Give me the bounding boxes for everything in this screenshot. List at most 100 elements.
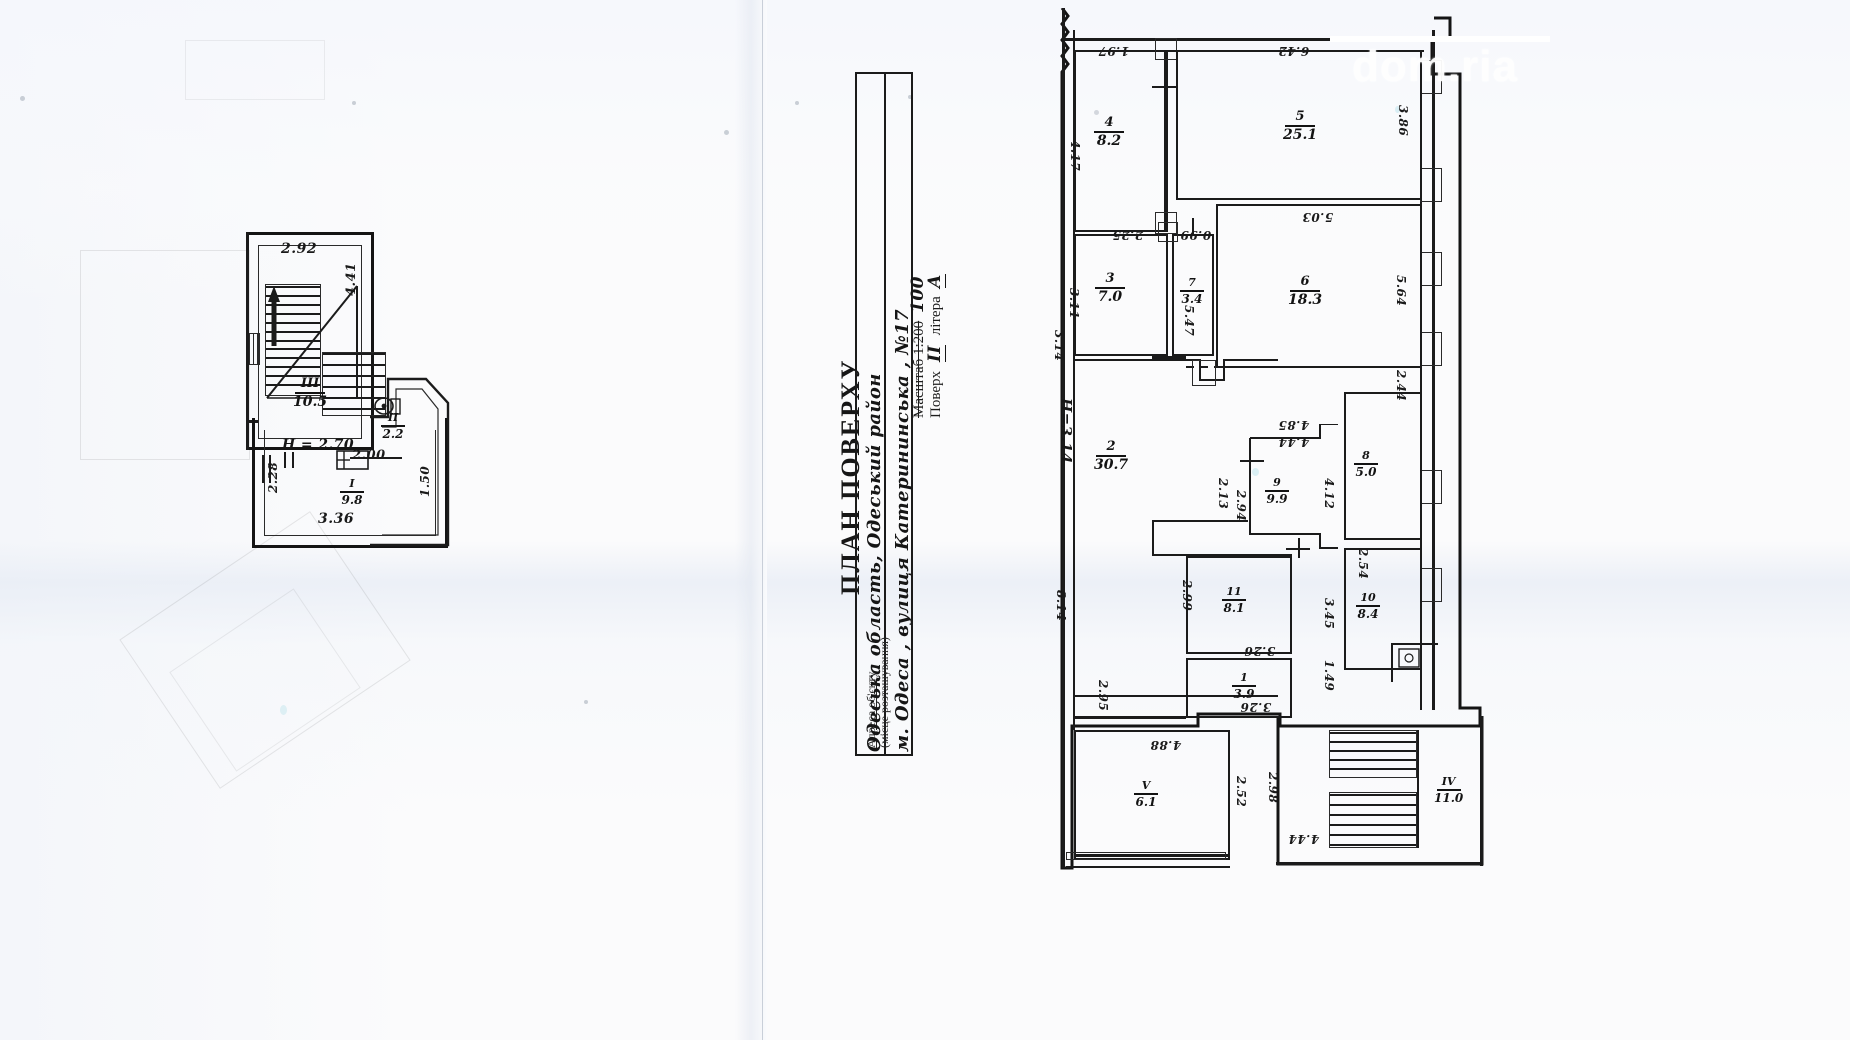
stair-block-inner-wall (258, 245, 362, 439)
room-number: V (1141, 779, 1151, 792)
ghost-bleed-through (80, 250, 250, 460)
wall-thick-stub (1152, 356, 1186, 359)
room-number: 1 (1240, 671, 1248, 684)
room-5-walls (1176, 50, 1422, 200)
doorway-block (1155, 212, 1177, 234)
title-block-divider (884, 72, 886, 756)
door-jamb (292, 452, 294, 468)
left-plan-lower-jog (252, 418, 448, 548)
window-niche (1420, 168, 1442, 202)
exterior-wall-top (1062, 38, 1432, 41)
room-number: 9 (1273, 476, 1281, 489)
dimension-3-86: 3.86 (1396, 105, 1410, 137)
window-mullion (257, 333, 258, 365)
room-number: III (300, 376, 320, 391)
scan-speck (908, 95, 912, 99)
doorway-block (1192, 360, 1216, 386)
fraction-bar (381, 424, 405, 427)
scan-speck (795, 101, 799, 105)
stair-run-lower (1330, 794, 1416, 846)
fraction-bar (1094, 130, 1124, 133)
opening-dashed-line (1186, 366, 1232, 368)
room-label-2: 2 30.7 (1094, 440, 1128, 472)
room-area: 6.1 (1135, 794, 1157, 809)
scan-speck (352, 101, 356, 105)
room-number: 3 (1105, 271, 1115, 286)
window-niche (1420, 332, 1442, 366)
dimension-4-88: 4.88 (1150, 738, 1182, 752)
dimension-2-52: 2.52 (1234, 776, 1248, 808)
room-label-1: 1 3.9 (1232, 672, 1256, 700)
room-area: 3.9 (1233, 686, 1255, 701)
dimension-3-11: 3.11 (1067, 288, 1081, 320)
stair-flight-upper (265, 286, 320, 348)
window-mullion (253, 333, 254, 365)
entrance-alcove (1391, 643, 1438, 682)
room-number: 10 (1360, 591, 1376, 604)
fraction-bar (295, 391, 326, 394)
room-number: IV (1441, 775, 1456, 788)
partition-wall (1152, 520, 1154, 556)
address-line-1: Одеська область, Одеський район (864, 373, 885, 752)
window-niche (1420, 470, 1442, 504)
scan-speck (20, 96, 25, 101)
dimension-8-14: 8.14 (1054, 590, 1068, 622)
dimension-2-44: 2.44 (1394, 370, 1408, 402)
door-jamb (284, 452, 286, 468)
fraction-bar (1356, 604, 1380, 607)
room-label-7: 7 3.4 (1180, 277, 1204, 305)
fraction-bar (1222, 598, 1246, 601)
dimension-1-49: 1.49 (1322, 660, 1336, 692)
fraction-bar (340, 490, 364, 493)
window-niche (1420, 568, 1442, 602)
dimension-3-14: 3.14 (1052, 330, 1066, 362)
dimension-3-26-b: 3.26 (1240, 700, 1272, 714)
room-area: 7.0 (1097, 288, 1123, 305)
room-1-walls (1186, 658, 1292, 718)
scan-speck (584, 700, 588, 704)
room-11-walls (1186, 556, 1292, 654)
door-tick (1192, 218, 1194, 236)
room-area: 11.0 (1434, 790, 1464, 805)
exterior-wall-right (1432, 30, 1435, 710)
watermark-bar (1330, 36, 1550, 42)
watermark-logo: dom.ria (1352, 42, 1518, 91)
dimension-6-42: 6.42 (1278, 44, 1310, 58)
dimension-4-44-bottom: 4.44 (1288, 832, 1320, 846)
exterior-wall-left (1062, 8, 1065, 868)
dimension-4-17: 4.17 (1068, 140, 1082, 172)
threshold-step (1066, 852, 1226, 860)
room-6-walls (1216, 204, 1422, 368)
dimension-5-03: 5.03 (1302, 210, 1334, 224)
room-label-4: 4 8.2 (1094, 116, 1124, 148)
room-8-walls (1249, 424, 1338, 549)
sink-fixture-icon (1398, 648, 1420, 668)
dimension-1-97: 1.97 (1098, 44, 1130, 58)
room-label-10: 10 8.4 (1356, 592, 1380, 620)
room-area: 25.1 (1283, 126, 1318, 143)
door-tick (1165, 78, 1167, 96)
room-number: 4 (1104, 115, 1114, 130)
dimension-2-13: 2.13 (1216, 478, 1230, 510)
fraction-bar (1180, 289, 1204, 292)
fraction-bar (1285, 124, 1316, 127)
ghost-bleed-through (185, 40, 325, 100)
stair-flight-right (323, 353, 386, 415)
stair-direction-arrow-icon (268, 286, 280, 346)
room-area: 30.7 (1094, 456, 1129, 473)
room-number: I (349, 477, 355, 490)
dimension-2-25: 2.25 (1112, 228, 1144, 242)
fraction-bar (1265, 489, 1289, 492)
dimension-line (350, 457, 402, 459)
stair-stringer (1417, 730, 1419, 848)
room-label-8: 9 9.9 (1265, 477, 1289, 505)
door-jamb (262, 455, 264, 483)
floor-label: Поверх (928, 371, 944, 418)
room-area: 8.4 (1357, 606, 1379, 621)
dimension-3-36: 3.36 (318, 511, 355, 527)
floor-line-group: Поверх II літера А (925, 274, 946, 418)
dimension-2-54: 2.54 (1356, 548, 1370, 580)
room-label-6: 6 18.3 (1288, 275, 1322, 307)
fraction-bar (1232, 684, 1256, 687)
